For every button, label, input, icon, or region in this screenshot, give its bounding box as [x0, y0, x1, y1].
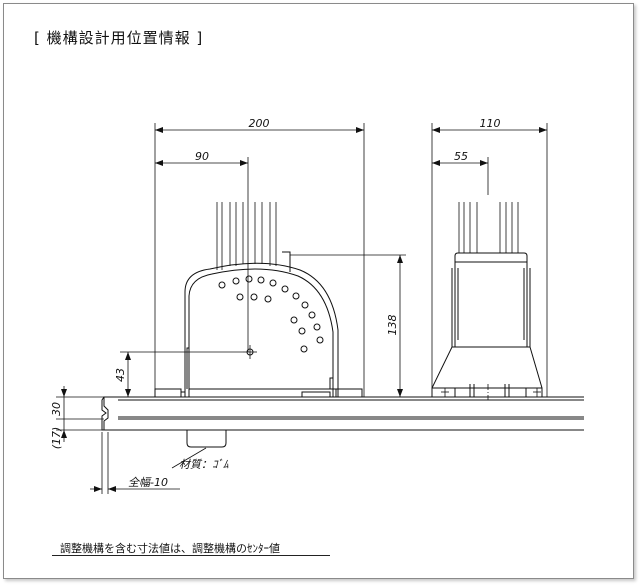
dim-height-center: 43 [114, 368, 127, 382]
dim-width-left: 200 [249, 117, 270, 130]
full-width-label: 全幅-10 [128, 476, 168, 489]
dim-width-right: 110 [480, 117, 501, 130]
right-mechanism [431, 202, 543, 400]
material-label: 材質：ｺﾞﾑ [179, 458, 229, 471]
dim-offset-right: 55 [454, 150, 468, 163]
dimension-lines [56, 123, 548, 494]
base-rail [101, 396, 584, 448]
drawing-title: [ 機構設計用位置情報 ] [34, 29, 204, 47]
left-mechanism [154, 202, 363, 397]
dim-thickness-bottom: (17) [50, 427, 63, 450]
dim-height-total: 138 [386, 315, 399, 336]
footnote: 調整機構を含む寸法値は、調整機構のｾﾝﾀｰ値 [60, 542, 280, 555]
dim-thickness-top: 30 [50, 402, 63, 416]
footnote-underline [52, 555, 330, 556]
dim-offset-left: 90 [195, 150, 209, 163]
